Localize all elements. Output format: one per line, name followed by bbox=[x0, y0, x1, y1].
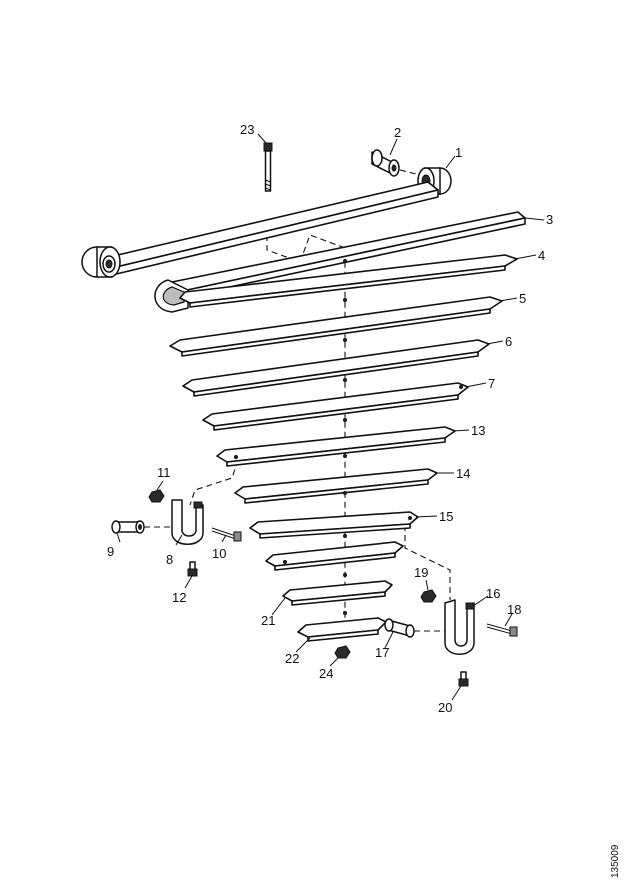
leader-lines bbox=[116, 133, 545, 701]
leaf-3 bbox=[154, 211, 526, 313]
bolt-hole-marks bbox=[343, 259, 347, 615]
callout-22: 22 bbox=[285, 651, 299, 666]
callout-1: 1 bbox=[455, 145, 462, 160]
left-clip-assembly bbox=[111, 489, 242, 577]
callout-3: 3 bbox=[546, 212, 553, 227]
center-nut bbox=[334, 645, 351, 659]
callout-labels: 1 2 3 4 5 6 7 8 9 10 11 12 13 14 15 16 1… bbox=[107, 122, 553, 715]
callout-7: 7 bbox=[488, 376, 495, 391]
left-clip-axis bbox=[189, 459, 239, 506]
callout-14: 14 bbox=[456, 466, 470, 481]
callout-17: 17 bbox=[375, 645, 389, 660]
center-bolt-axis bbox=[266, 225, 346, 620]
callout-6: 6 bbox=[505, 334, 512, 349]
callout-8: 8 bbox=[166, 552, 173, 567]
callout-9: 9 bbox=[107, 544, 114, 559]
callout-13: 13 bbox=[471, 423, 485, 438]
callout-10: 10 bbox=[212, 546, 226, 561]
callout-18: 18 bbox=[507, 602, 521, 617]
right-clip-assembly bbox=[384, 589, 518, 687]
callout-16: 16 bbox=[486, 586, 500, 601]
callout-20: 20 bbox=[438, 700, 452, 715]
callout-21: 21 bbox=[261, 613, 275, 628]
callout-12: 12 bbox=[172, 590, 186, 605]
callout-4: 4 bbox=[538, 248, 545, 263]
callout-2: 2 bbox=[394, 125, 401, 140]
callout-24: 24 bbox=[319, 666, 333, 681]
document-number: 135009 bbox=[610, 844, 621, 878]
callout-23: 23 bbox=[240, 122, 254, 137]
callout-5: 5 bbox=[519, 291, 526, 306]
center-bolt bbox=[263, 142, 273, 192]
callout-19: 19 bbox=[414, 565, 428, 580]
bushing bbox=[371, 149, 421, 177]
callout-11: 11 bbox=[157, 465, 171, 480]
right-clip-axis bbox=[404, 525, 451, 600]
callout-15: 15 bbox=[439, 509, 453, 524]
main-leaf bbox=[81, 181, 439, 278]
